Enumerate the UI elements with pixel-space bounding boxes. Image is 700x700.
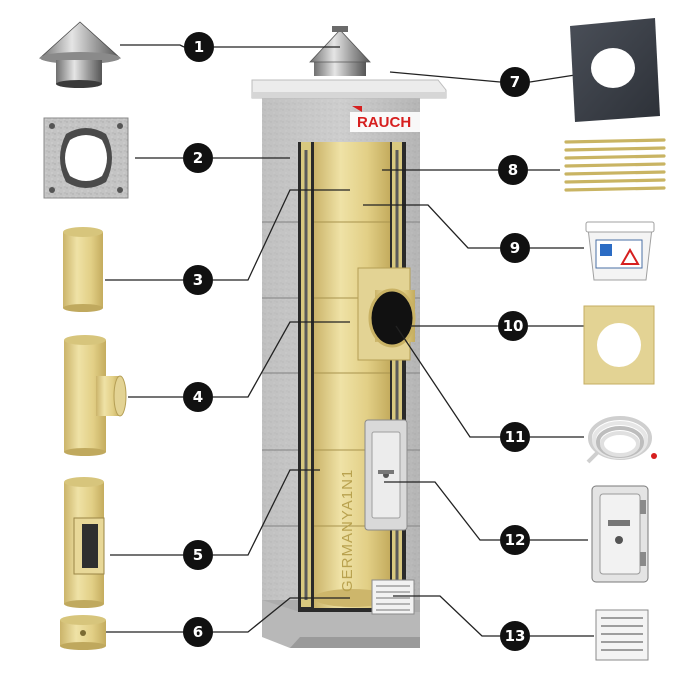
top-plate-icon [570,18,660,122]
callout-number: 2 [193,149,203,167]
callout-badge-circle [500,525,530,555]
callout-number: 11 [505,428,526,446]
leader-4b [213,321,350,398]
leader-1 [120,44,185,48]
leader-9 [363,204,500,249]
callout-number: 1 [194,38,204,56]
chimney-assembly: GERMANYA1N1 [251,26,447,648]
cleanout-door [364,419,408,531]
callout-badge-13: 13 [500,621,530,651]
vent-grille [371,579,415,615]
leader-6b [213,597,350,633]
callout-number: 13 [505,627,526,645]
callout-badge-circle [500,422,530,452]
callout-badge-11: 11 [500,422,530,452]
leader-3b [213,189,350,281]
callout-badge-circle [183,143,213,173]
callout-number: 4 [193,388,203,406]
callout-badge-4: 4 [183,382,213,412]
callout-badge-9: 9 [500,233,530,263]
callout-number: 6 [193,623,203,641]
sealant-bucket-icon [585,221,655,281]
leader-lines [98,44,594,637]
callout-badge-12: 12 [500,525,530,555]
chimney-top-cap [309,26,371,76]
callout-badge-5: 5 [183,540,213,570]
callout-badge-circle [500,67,530,97]
callout-badge-circle [184,32,214,62]
callout-badge-10: 10 [498,311,528,341]
leader-5b [213,469,320,556]
callout-badge-1: 1 [184,32,214,62]
callout-badge-circle [183,265,213,295]
seal-cord-icon [586,416,657,464]
callout-badge-circle [183,617,213,647]
leader-11 [395,325,500,438]
liner-stamp: GERMANYA1N1 [339,469,356,592]
callout-number: 9 [510,239,520,257]
brand-label: RAUCH [350,106,420,132]
insulation-plate-icon [583,305,655,385]
callout-badge-circle [183,540,213,570]
outlet-hole [370,290,414,346]
leader-13 [393,595,500,637]
callout-badge-circle [500,621,530,651]
callout-number: 7 [510,73,520,91]
callout-badge-circle [498,311,528,341]
leader-12 [384,481,500,541]
concrete-block-icon [43,117,129,199]
callout-badge-7: 7 [500,67,530,97]
leader-7 [389,71,501,83]
callout-number: 10 [503,317,524,335]
chimney-cap-icon [38,21,122,88]
callout-badge-circle [498,155,528,185]
callout-badge-6: 6 [183,617,213,647]
tee-connector-icon [64,335,127,456]
callout-badge-8: 8 [498,155,528,185]
cleanout-door-icon [591,485,649,583]
callout-number: 8 [508,161,518,179]
ceramic-pipe-icon [63,227,103,312]
inspection-pipe-icon [64,477,105,608]
callout-number: 12 [505,531,526,549]
callout-badge-2: 2 [183,143,213,173]
brand-name: RAUCH [357,114,411,131]
callout-badge-circle [183,382,213,412]
callout-badge-3: 3 [183,265,213,295]
callout-badge-circle [500,233,530,263]
callout-number: 3 [193,271,203,289]
steel-rods-icon [564,138,666,192]
leader-7b [529,74,576,83]
callout-number: 5 [193,546,203,564]
vent-grille-icon [595,609,649,661]
condensate-cup-icon [60,615,106,650]
